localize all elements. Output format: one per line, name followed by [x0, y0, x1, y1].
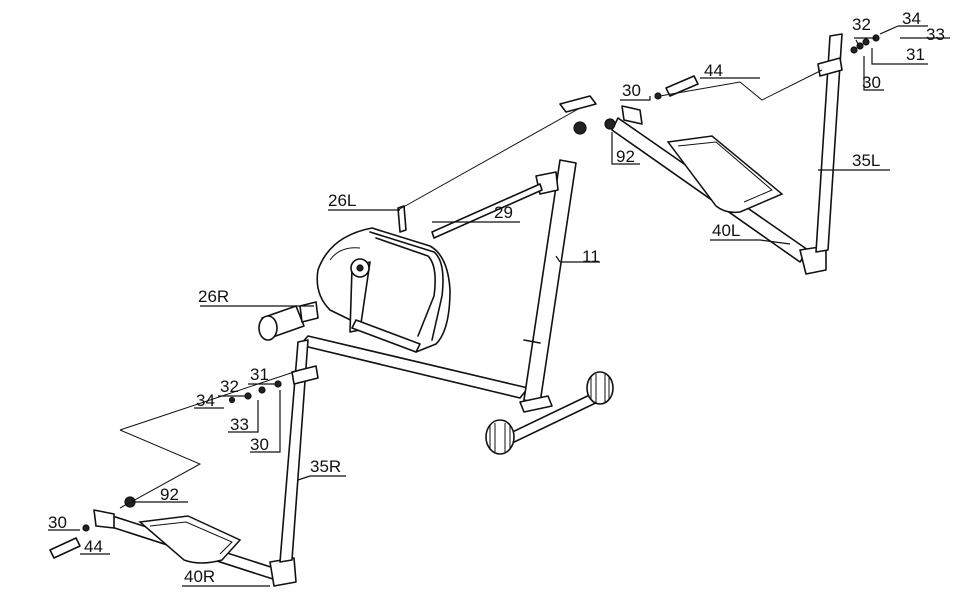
label-29: 29: [494, 203, 513, 222]
label-30-topmid: 30: [622, 81, 641, 100]
rear-end-cap-right: [586, 371, 614, 405]
label-33-top: 33: [926, 25, 945, 44]
upright-35L: [815, 33, 843, 253]
leader-lines: [48, 25, 950, 587]
bracket-26L: [397, 205, 407, 233]
assembly-lines: [119, 69, 823, 509]
label-35L: 35L: [852, 151, 880, 170]
label-34-top: 34: [902, 9, 921, 28]
part-labels: 32 34 33 31 30 30 44 92 35L 40L 26L 29 1…: [48, 9, 945, 586]
label-11: 11: [582, 247, 600, 266]
label-92-bottom: 92: [160, 485, 179, 504]
label-34-left: 34: [196, 391, 215, 410]
upright-35R: [279, 339, 319, 563]
label-32-left: 32: [220, 377, 239, 396]
top-bracket: [559, 95, 597, 113]
label-40L: 40L: [712, 221, 740, 240]
pedal-arm-40L: [611, 105, 827, 275]
label-32-top: 32: [852, 15, 871, 34]
pin-44-top: [665, 75, 699, 97]
label-30-bottom: 30: [48, 513, 67, 532]
knob-26R: [258, 301, 319, 341]
label-92-top: 92: [616, 147, 635, 166]
label-30-topright: 30: [862, 73, 881, 92]
label-44-bottom: 44: [84, 537, 103, 556]
label-31-top: 31: [906, 45, 925, 64]
pedal-arm-40R: [93, 509, 297, 587]
rod-29: [431, 183, 543, 239]
label-30-left: 30: [250, 435, 269, 454]
main-post: [523, 159, 577, 404]
label-33-left: 33: [230, 415, 249, 434]
footplate-right: [138, 515, 242, 564]
pin-44-bottom: [49, 537, 81, 559]
flywheel-housing: [316, 227, 451, 353]
label-44-top: 44: [704, 61, 723, 80]
rear-end-cap-left: [485, 419, 515, 455]
footplate-left: [666, 135, 784, 214]
label-31-left: 31: [250, 365, 269, 384]
main-frame: [299, 159, 614, 455]
label-26L: 26L: [328, 191, 356, 210]
hardware: [82, 34, 880, 532]
label-35R: 35R: [310, 457, 341, 476]
label-40R: 40R: [184, 567, 215, 586]
label-26R: 26R: [198, 287, 229, 306]
